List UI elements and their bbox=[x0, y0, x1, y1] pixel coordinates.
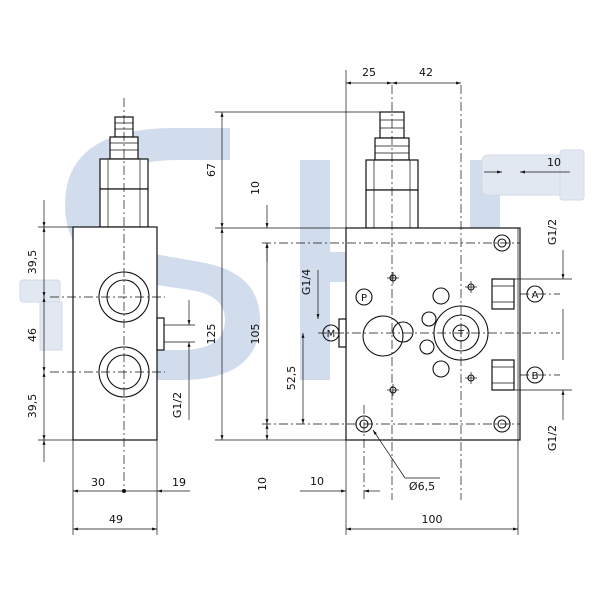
dim-bottom-49: 49 bbox=[109, 513, 123, 526]
port-a-label: A bbox=[526, 285, 544, 303]
dim-r-10: 10 bbox=[547, 156, 561, 169]
port-t-text: T bbox=[457, 329, 465, 340]
dim-r-g12-top: G1/2 bbox=[546, 219, 559, 245]
dim-h-105: 105 bbox=[249, 324, 262, 345]
dim-bottom-19: 19 bbox=[172, 476, 186, 489]
port-b-label: B bbox=[526, 366, 544, 384]
watermark-screw-right bbox=[481, 149, 585, 201]
dim-g14: G1/4 bbox=[300, 269, 313, 295]
dim-h-67: 67 bbox=[205, 163, 218, 177]
side-view-dimensions bbox=[42, 200, 191, 531]
dim-left-39-5-bottom: 39,5 bbox=[26, 394, 39, 419]
port-b-text: B bbox=[532, 371, 539, 382]
port-t-label: T bbox=[452, 324, 470, 342]
dim-h-10-top: 10 bbox=[249, 181, 262, 195]
front-view-dimensions bbox=[215, 70, 572, 535]
side-view bbox=[38, 98, 195, 535]
port-p-text: P bbox=[361, 293, 367, 304]
dim-bottom-30: 30 bbox=[91, 476, 105, 489]
dim-top-42: 42 bbox=[419, 66, 433, 79]
dim-left-39-5-top: 39,5 bbox=[26, 250, 39, 275]
dim-side-g12: G1/2 bbox=[171, 392, 184, 418]
plus-marks bbox=[387, 272, 477, 396]
dim-b-10: 10 bbox=[310, 475, 324, 488]
dim-b-hole: Ø6,5 bbox=[409, 480, 435, 493]
dim-left-46: 46 bbox=[26, 328, 39, 342]
dim-h-52-5: 52,5 bbox=[285, 366, 298, 391]
port-m-text: M bbox=[327, 329, 336, 340]
dim-r-g12-bottom: G1/2 bbox=[546, 425, 559, 451]
port-a-text: A bbox=[532, 290, 539, 301]
dim-b-100: 100 bbox=[422, 513, 443, 526]
front-view bbox=[262, 85, 560, 500]
dim-h-125: 125 bbox=[205, 324, 218, 345]
port-m-label: M bbox=[322, 324, 340, 342]
dim-h-10-bottom: 10 bbox=[256, 477, 269, 491]
watermark-screw-left bbox=[19, 279, 63, 351]
dim-top-25: 25 bbox=[362, 66, 376, 79]
port-p-label: P bbox=[355, 288, 373, 306]
